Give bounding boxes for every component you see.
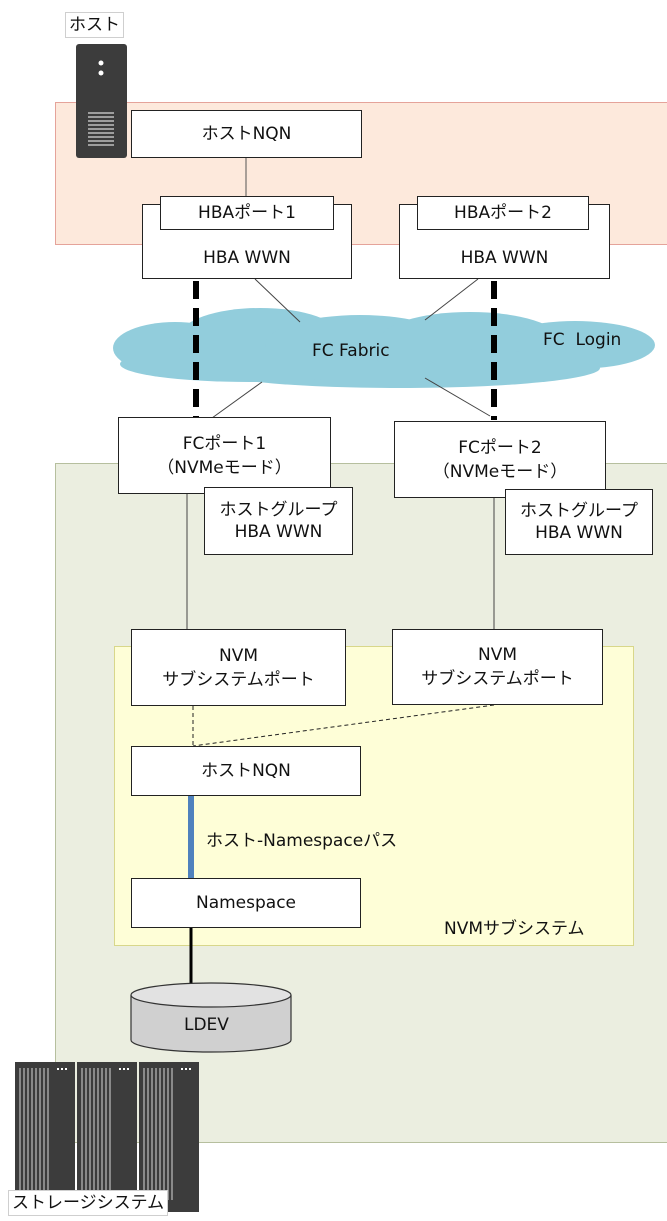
fc-port-2-label: FCポート2	[458, 437, 542, 458]
fc-port-2: FCポート2 （NVMeモード）	[394, 421, 606, 498]
ldev-label: LDEV	[184, 1015, 229, 1035]
fabric-line-fc2	[424, 377, 491, 417]
host-namespace-path-label: ホスト-Namespaceパス	[206, 831, 398, 851]
host-group-2-wwn: HBA WWN	[535, 523, 623, 543]
nvm-subsystem-port-1: NVM サブシステムポート	[131, 629, 346, 706]
host-nqn-inner-text: ホストNQN	[201, 761, 291, 781]
host-nqn-inner-box: ホストNQN	[131, 746, 361, 796]
hba-wwn-text-1: HBA WWN	[203, 248, 291, 268]
nvm-subsystem-port-1-nvm: NVM	[218, 645, 258, 666]
fc-port-1: FCポート1 （NVMeモード）	[118, 417, 331, 494]
fc-port-2-mode: （NVMeモード）	[432, 461, 568, 482]
fabric-line-hba1	[254, 278, 301, 323]
host-group-1-label: ホストグループ	[219, 500, 338, 520]
fc-port-1-mode: （NVMeモード）	[157, 457, 292, 478]
host-group-1: ホストグループ HBA WWN	[204, 487, 353, 555]
host-group-2-label: ホストグループ	[520, 501, 638, 521]
storage-system-label: ストレージシステム	[8, 1190, 169, 1216]
fabric-line-hba2	[424, 278, 479, 321]
nvm-subsystem-port-2-nvm: NVM	[477, 645, 517, 665]
host-group-1-wwn: HBA WWN	[234, 522, 323, 542]
nvm-subsystem-port-2: NVM サブシステムポート	[392, 629, 603, 705]
hba-port-1: HBAポート1	[160, 196, 334, 230]
host-nqn-box: ホストNQN	[131, 110, 362, 158]
host-group-2: ホストグループ HBA WWN	[505, 489, 653, 555]
nvm-subsystem-port-2-label: サブシステムポート	[421, 669, 574, 689]
fc-fabric-label: FC Fabric	[312, 341, 390, 361]
storage-rack-icon	[15, 1062, 199, 1212]
hba-wwn-text-2: HBA WWN	[460, 248, 549, 268]
host-nqn-text: ホストNQN	[201, 124, 292, 144]
hba-port-2: HBAポート2	[417, 196, 589, 230]
namespace-text: Namespace	[195, 893, 297, 913]
hba-port-1-label: HBAポート1	[198, 203, 296, 223]
fabric-line-fc1	[211, 381, 263, 419]
hba-port-2-label: HBAポート2	[454, 203, 552, 223]
namespace-box: Namespace	[131, 878, 361, 928]
fc-fabric-cloud	[113, 308, 655, 388]
subsystem2-nqn-link	[192, 704, 495, 747]
fc-login-label: FC Login	[543, 330, 622, 350]
server-icon	[76, 44, 127, 158]
nvm-subsystem-label: NVMサブシステム	[444, 919, 585, 939]
ldev-cylinder	[130, 982, 292, 1053]
host-label: ホスト	[65, 12, 124, 38]
fc-port-1-label: FCポート1	[182, 433, 267, 454]
nvm-subsystem-port-1-label: サブシステムポート	[162, 669, 315, 690]
